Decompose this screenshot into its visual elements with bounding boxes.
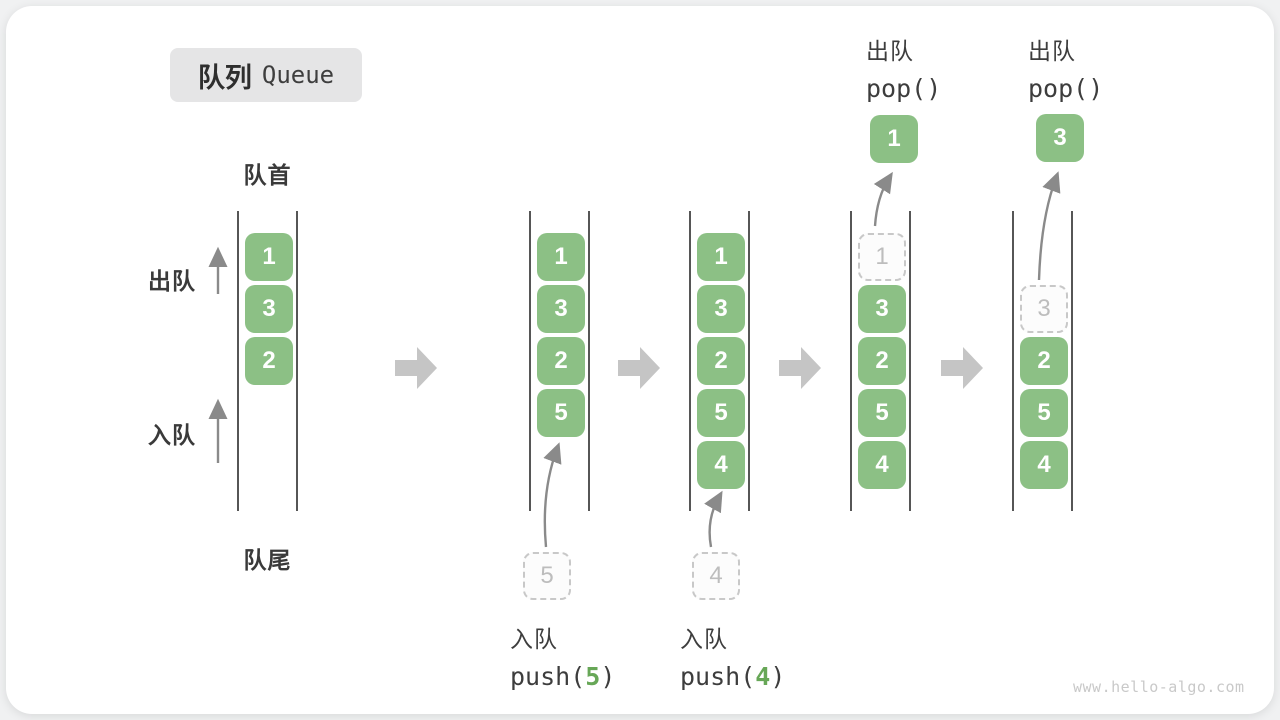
queue-stage-4: 1 3 2 5 4 bbox=[850, 211, 911, 511]
op-arg: 5 bbox=[585, 662, 601, 691]
label-dequeue-direction: 出队 bbox=[148, 268, 196, 294]
stage-transition-arrow-icon bbox=[941, 347, 983, 389]
op-action-text: 入队 bbox=[680, 626, 728, 652]
op-code-text: push(4) bbox=[680, 662, 786, 691]
queue-item: 1 bbox=[537, 233, 585, 281]
op-code-text: pop() bbox=[866, 74, 942, 103]
queue-item: 5 bbox=[858, 389, 906, 437]
operation-push-label: 入队 push(4) bbox=[680, 620, 785, 691]
queue-item: 5 bbox=[697, 389, 745, 437]
stage-transition-arrow-icon bbox=[618, 347, 660, 389]
queue-item: 4 bbox=[697, 441, 745, 489]
incoming-item-ghost: 4 bbox=[692, 552, 740, 600]
operation-pop-label: 出队 pop() bbox=[866, 32, 941, 103]
popped-item: 3 bbox=[1036, 114, 1084, 162]
op-action-text: 出队 bbox=[1028, 38, 1076, 64]
queue-stage-5: 3 2 5 4 bbox=[1012, 211, 1073, 511]
watermark: www.hello-algo.com bbox=[1073, 678, 1245, 696]
queue-item: 2 bbox=[858, 337, 906, 385]
op-code-text: pop() bbox=[1028, 74, 1104, 103]
incoming-item-ghost: 5 bbox=[523, 552, 571, 600]
queue-item: 5 bbox=[537, 389, 585, 437]
queue-item: 2 bbox=[245, 337, 293, 385]
operation-pop-label: 出队 pop() bbox=[1028, 32, 1103, 103]
diagram-title-badge: 队列 Queue bbox=[170, 48, 362, 102]
queue-stage-1: 1 3 2 bbox=[237, 211, 298, 511]
queue-stage-2: 1 3 2 5 bbox=[529, 211, 590, 511]
queue-item: 3 bbox=[245, 285, 293, 333]
queue-stage-3: 1 3 2 5 4 bbox=[689, 211, 750, 511]
queue-item: 2 bbox=[697, 337, 745, 385]
queue-item: 1 bbox=[245, 233, 293, 281]
label-queue-rear: 队尾 bbox=[243, 547, 292, 573]
queue-item-removed-ghost: 1 bbox=[858, 233, 906, 281]
operation-push-label: 入队 push(5) bbox=[510, 620, 615, 691]
label-queue-front: 队首 bbox=[243, 162, 292, 188]
title-zh: 队列 bbox=[197, 62, 252, 93]
queue-item: 1 bbox=[697, 233, 745, 281]
queue-item: 3 bbox=[537, 285, 585, 333]
stage-transition-arrow-icon bbox=[395, 347, 437, 389]
queue-item: 4 bbox=[858, 441, 906, 489]
queue-item: 2 bbox=[1020, 337, 1068, 385]
queue-item: 3 bbox=[858, 285, 906, 333]
queue-item: 4 bbox=[1020, 441, 1068, 489]
queue-item: 2 bbox=[537, 337, 585, 385]
queue-item: 3 bbox=[697, 285, 745, 333]
stage-transition-arrow-icon bbox=[779, 347, 821, 389]
popped-item: 1 bbox=[870, 115, 918, 163]
op-code-text: push(5) bbox=[510, 662, 616, 691]
op-action-text: 入队 bbox=[510, 626, 558, 652]
label-enqueue-direction: 入队 bbox=[148, 422, 196, 448]
op-action-text: 出队 bbox=[866, 38, 914, 64]
queue-item-removed-ghost: 3 bbox=[1020, 285, 1068, 333]
title-en: Queue bbox=[261, 61, 335, 89]
op-arg: 4 bbox=[755, 662, 771, 691]
queue-item: 5 bbox=[1020, 389, 1068, 437]
